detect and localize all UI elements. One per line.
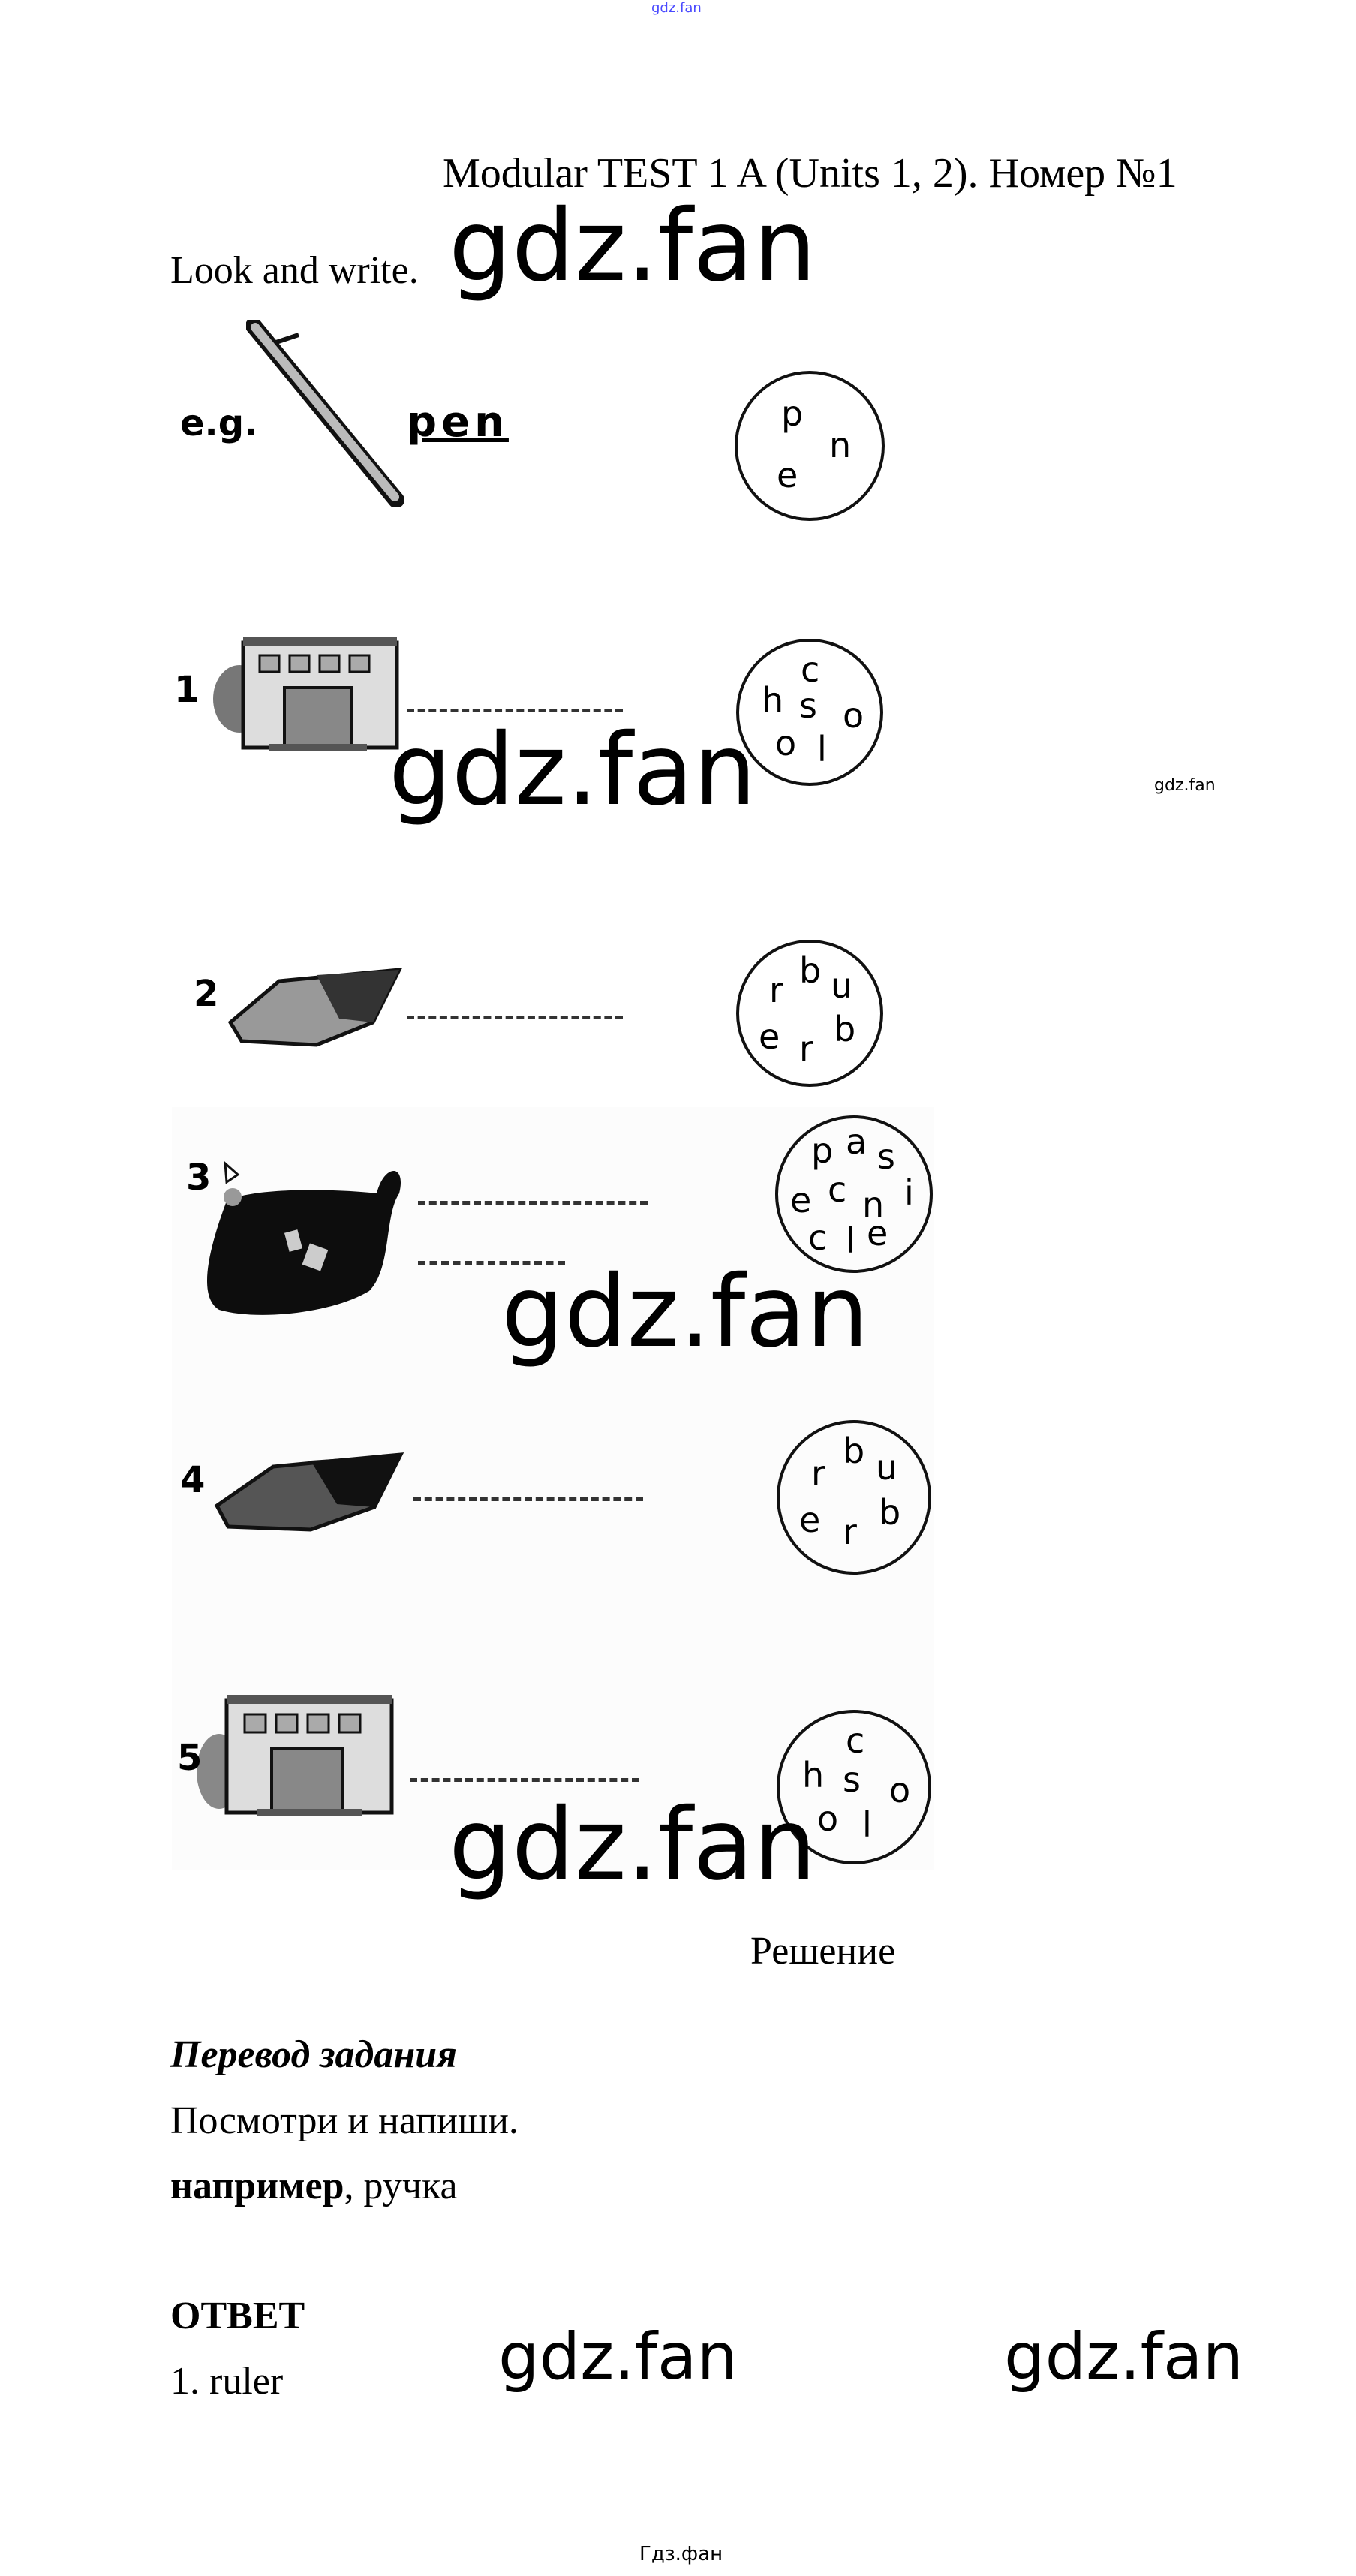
rubber-image [214,1452,404,1532]
translation-heading: Перевод задания [170,2033,457,2076]
watermark: gdz.fan [501,1254,869,1370]
school-image [197,1695,394,1816]
answer-blank[interactable] [407,709,623,712]
example-bold: например [170,2165,344,2207]
letter: u [876,1447,898,1488]
page-title: Modular TEST 1 A (Units 1, 2). Номер №1 [443,150,1177,197]
example-label: e.g. [180,402,258,444]
letter: p [811,1130,834,1171]
letter: p [781,393,804,434]
letter: e [759,1016,780,1057]
answer-blank[interactable] [410,1778,639,1782]
letter: r [811,1453,825,1494]
letter-circle: b r u e r b [777,1420,931,1575]
small-watermark: gdz.fan [1154,776,1216,795]
watermark: gdz.fan [389,712,756,828]
letter: b [843,1431,865,1471]
letter: s [877,1136,895,1177]
letter: r [769,970,783,1010]
letter: i [904,1172,914,1213]
letter-circle: c h s o o l [777,1710,931,1864]
answer-heading: ОТВЕТ [170,2295,305,2337]
example-answer: pen [407,398,509,447]
footer-watermark[interactable]: Гдз.фан [639,2543,723,2565]
letter: o [889,1770,911,1810]
translation-example: например, ручка [170,2167,458,2206]
letter: e [790,1180,812,1220]
letter: n [862,1184,885,1225]
rubber-image [227,968,403,1047]
school-image [213,637,399,751]
letter: e [777,455,798,495]
letter: c [808,1217,828,1258]
instruction: Look and write. [170,249,419,292]
example-rest: , ручка [344,2165,458,2207]
item-number: 2 [194,973,219,1015]
top-watermark[interactable]: gdz.fan [651,0,702,16]
item-number: 3 [186,1157,212,1199]
letter: c [828,1169,847,1210]
letter: a [846,1121,867,1162]
letter: h [802,1755,825,1795]
letter-circle: b r u e r b [736,940,883,1087]
letter-circle: p a s e c n i c l e [775,1115,933,1273]
answer-1: 1. ruler [170,2360,284,2403]
letter: o [775,723,797,763]
letter: u [831,965,853,1006]
letter-circle: p n e [735,371,885,521]
item-number: 1 [174,669,200,711]
answer-blank[interactable] [413,1497,643,1501]
answer-blank[interactable] [418,1201,648,1205]
letter: s [843,1759,861,1800]
letter: b [799,950,822,991]
watermark: gdz.fan [449,188,816,304]
answer-blank[interactable] [407,1016,623,1019]
letter: n [829,425,852,465]
item-number: 5 [177,1737,203,1779]
solution-heading: Решение [750,1930,896,1973]
pencil-case-image [206,1160,401,1315]
watermark: gdz.fan [1004,2319,1244,2394]
letter: s [799,685,817,726]
letter: o [817,1798,839,1839]
translation-text: Посмотри и напиши. [170,2099,519,2142]
letter: e [799,1500,821,1540]
letter: b [879,1492,901,1533]
letter-circle: c h s o o l [736,639,883,786]
letter: c [846,1720,865,1761]
item-number: 4 [180,1459,206,1501]
letter: l [817,729,827,769]
pen-image [246,320,404,507]
letter: r [843,1512,857,1552]
letter: l [862,1804,872,1845]
letter: c [801,649,820,690]
letter: b [834,1009,856,1049]
letter: e [867,1213,888,1253]
watermark: gdz.fan [498,2319,738,2394]
letter: h [762,680,784,721]
answer-blank[interactable] [418,1261,565,1265]
letter: r [799,1028,813,1069]
letter: l [846,1220,855,1261]
letter: o [843,695,864,736]
watermark: gdz.fan [449,1787,816,1903]
